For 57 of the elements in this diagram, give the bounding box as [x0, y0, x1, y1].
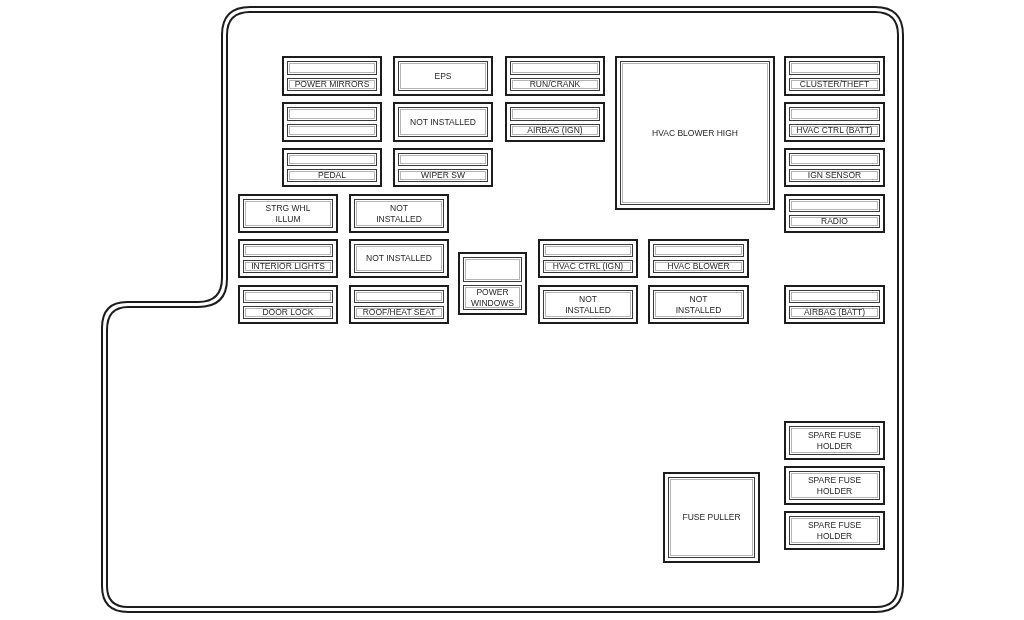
fuse-position — [349, 239, 449, 278]
fuse-label: WIPER SW — [421, 170, 465, 181]
fuse-position — [538, 239, 638, 278]
fuse-position — [538, 285, 638, 324]
fuse-position — [282, 102, 382, 142]
fuse-label: NOT INSTALLED — [410, 116, 476, 128]
fuse-puller-slot — [663, 472, 760, 563]
fuse-label: NOT INSTALLED — [366, 253, 432, 264]
fuse-position — [238, 285, 338, 324]
relay-position — [615, 56, 775, 210]
fuse-label: EPS — [434, 70, 452, 82]
fuse-position — [784, 102, 885, 142]
fuse-position — [349, 194, 449, 233]
fuse-position — [238, 194, 338, 233]
spare-fuse-holder — [784, 421, 885, 460]
fuse-position — [393, 102, 493, 142]
fuse-label: SPARE FUSE HOLDER — [806, 430, 863, 451]
fuse-label: SPARE FUSE HOLDER — [806, 520, 863, 541]
fuse-label: AIRBAG (BATT) — [803, 307, 866, 318]
fuse-position — [784, 56, 885, 96]
fuse-label: RUN/CRANK — [529, 79, 581, 90]
fuse-label: HVAC BLOWER — [667, 261, 730, 272]
fuse-position — [505, 102, 605, 142]
fuse-position — [784, 194, 885, 233]
fuse-position — [238, 239, 338, 278]
fuse-label: NOT INSTALLED — [564, 294, 612, 315]
fuse-label: STRG WHL ILLUM — [264, 203, 312, 224]
fuse-label: POWER MIRRORS — [294, 79, 370, 90]
fuse-label: ROOF/HEAT SEAT — [362, 307, 436, 318]
fuse-label: HVAC CTRL (IGN) — [552, 261, 624, 272]
fuse-label: SPARE FUSE HOLDER — [806, 475, 863, 496]
spare-fuse-holder — [784, 511, 885, 550]
fuse-position — [282, 56, 382, 96]
fuse-position — [648, 285, 749, 324]
fuse-position — [784, 285, 885, 324]
fuse-label: IGN SENSOR — [807, 170, 862, 181]
fuse-label: DOOR LOCK — [262, 307, 314, 318]
fuse-label: CLUSTER/THEFT — [799, 79, 870, 90]
fuse-label: INTERIOR LIGHTS — [251, 261, 325, 272]
spare-fuse-holder — [784, 466, 885, 505]
fuse-position — [349, 285, 449, 324]
fuse-position — [393, 56, 493, 96]
fuse-position — [648, 239, 749, 278]
fuse-label: NOT INSTALLED — [375, 203, 423, 224]
fuse-position — [505, 56, 605, 96]
fuse-position — [393, 148, 493, 187]
fuse-label: NOT INSTALLED — [674, 294, 723, 315]
fuse-position — [282, 148, 382, 187]
fuse-position — [458, 252, 527, 315]
fuse-label: FUSE PULLER — [682, 512, 741, 523]
fuse-label: POWER WINDOWS — [470, 287, 515, 308]
fuse-label: HVAC BLOWER HIGH — [652, 127, 738, 139]
fuse-position — [784, 148, 885, 187]
fuse-label: HVAC CTRL (BATT) — [796, 125, 873, 136]
fuse-label: PEDAL — [318, 170, 346, 181]
fuse-label: AIRBAG (IGN) — [527, 125, 583, 136]
fuse-label: RADIO — [821, 216, 848, 227]
